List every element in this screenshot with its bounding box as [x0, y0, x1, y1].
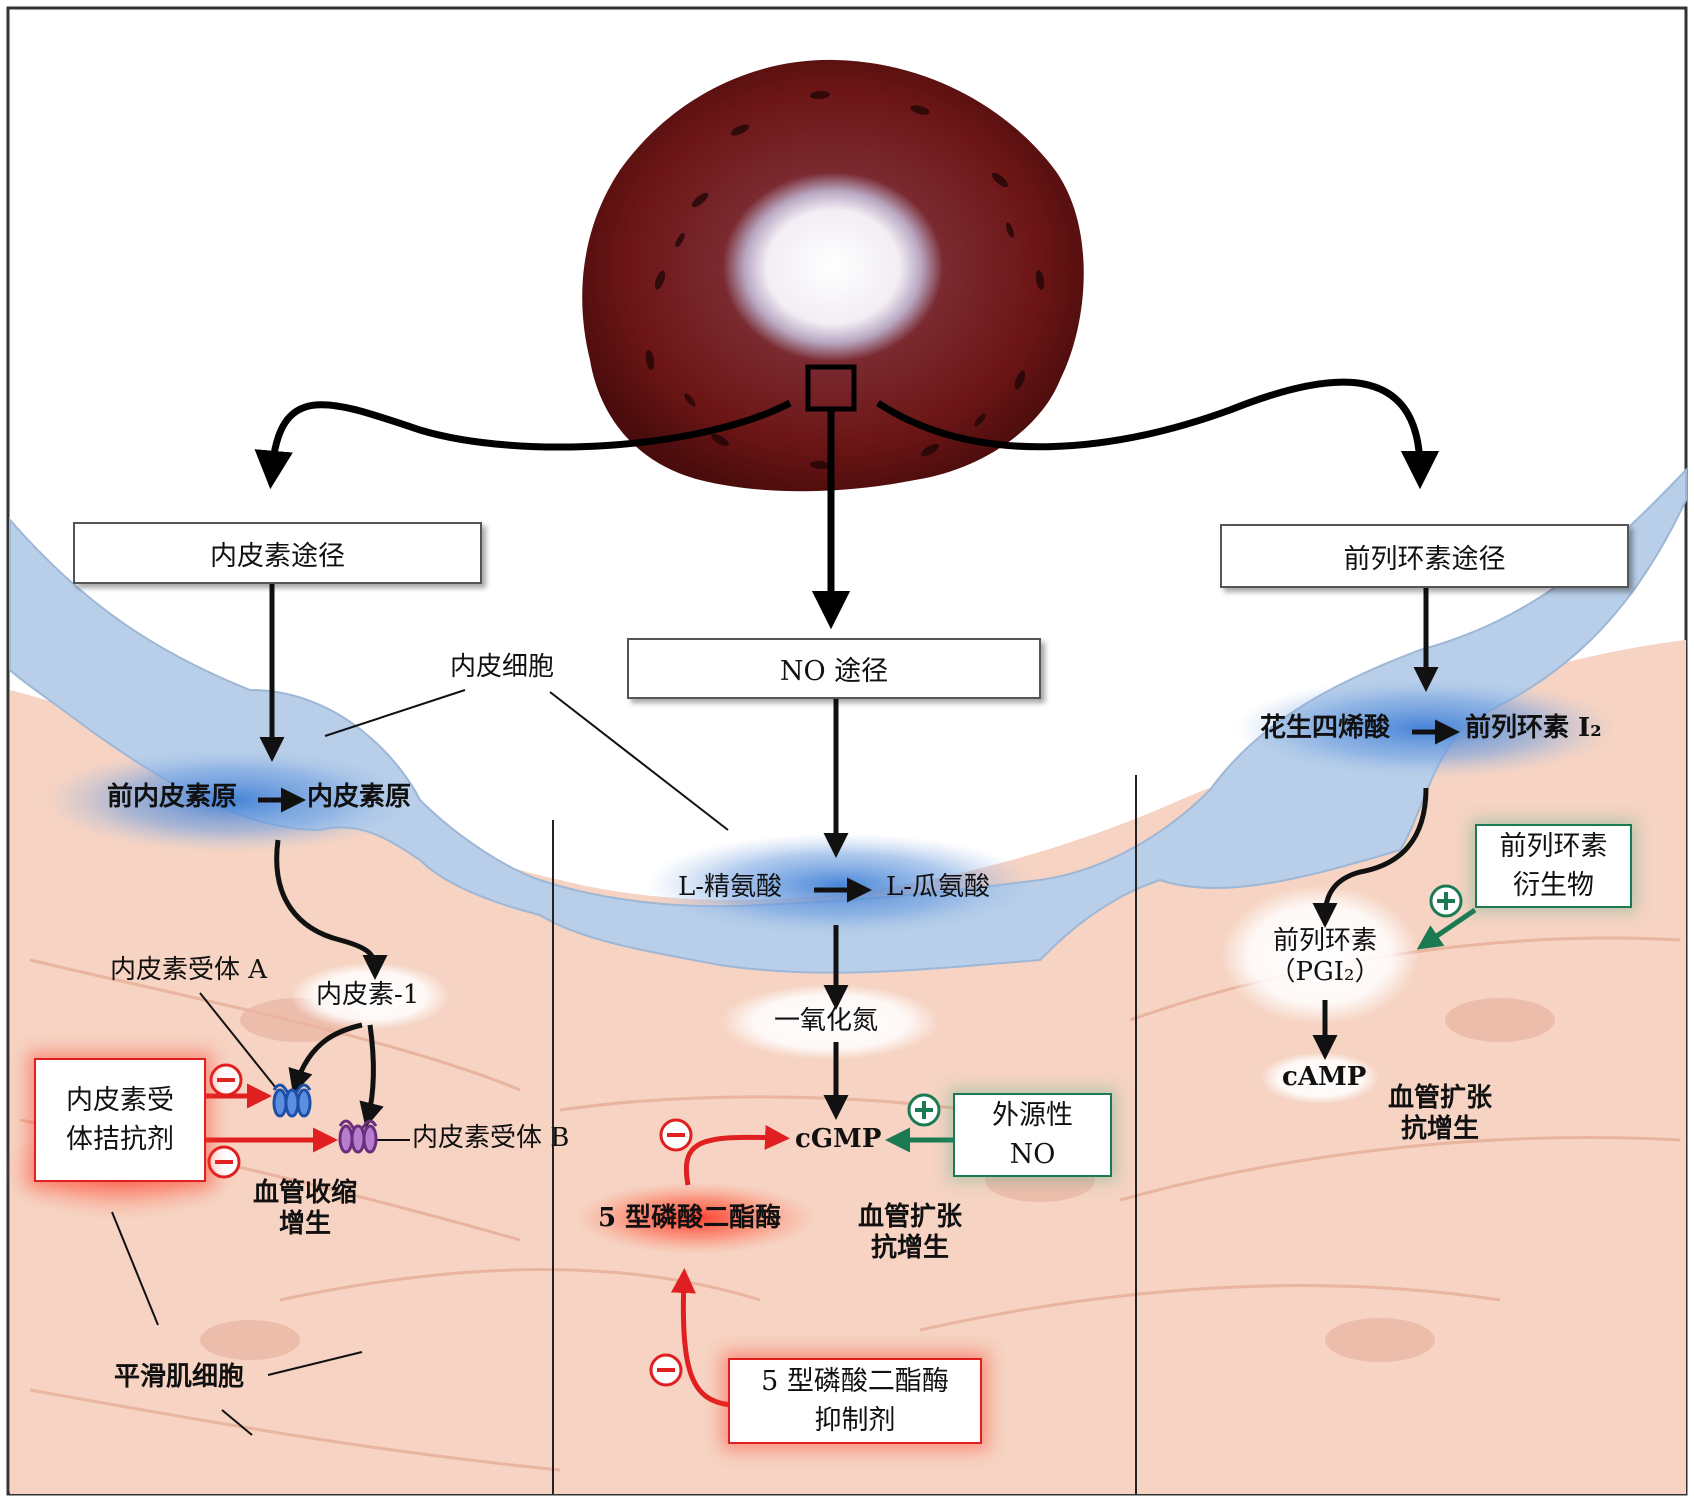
main-pathway-arrows [254, 378, 1440, 630]
exogenous-line-2: NO [1009, 1139, 1056, 1170]
endothelin-1-label: 内皮素-1 [316, 980, 420, 1010]
plus-icon [907, 1093, 941, 1127]
vasodilation-pc-line-2: 抗增生 [1400, 1114, 1479, 1145]
prostacyclin-arrows [1312, 588, 1460, 1060]
l-arginine-label: L-精氨酸 [678, 872, 783, 902]
antagonist-arrows [205, 1083, 338, 1153]
exogenous-no-box: 外源性 NO [953, 1093, 1112, 1177]
endothelin-pathway-label: 内皮素途径 [210, 540, 345, 572]
endothelin-receptor-a-shape [272, 1083, 312, 1118]
vasoconstriction-line-1: 血管收缩 [252, 1178, 357, 1208]
endothelial-cell-label: 内皮细胞 [450, 652, 555, 682]
cgmp-label: cGMP [795, 1124, 882, 1154]
camp-label: cAMP [1282, 1062, 1367, 1092]
antagonist-line-2: 体拮抗剂 [66, 1124, 174, 1155]
endothelin-arrows [258, 580, 388, 1128]
proendothelin-label: 内皮素原 [307, 782, 412, 812]
exogenous-line-1: 外源性 [992, 1099, 1073, 1131]
vessel-cross-section [582, 59, 1084, 492]
derivatives-arrow [1416, 907, 1477, 950]
vasodilation-no-line-1: 血管扩张 [857, 1202, 962, 1232]
pde5-inhibitor-line-1: 5 型磷酸二酯酶 [761, 1365, 949, 1397]
smooth-muscle-label: 平滑肌细胞 [114, 1362, 245, 1392]
prostacyclin-pathway-label: 前列环素途径 [1343, 543, 1506, 575]
label-halos [0, 885, 1420, 1254]
minus-icon [209, 1063, 243, 1097]
pde5-arrows [670, 1124, 790, 1408]
vasodilation-no-line-2: 抗增生 [870, 1233, 949, 1264]
vasodilation-pc-line-1: 血管扩张 [1387, 1083, 1492, 1113]
receptor-b-label: 内皮素受体 B [412, 1123, 570, 1153]
vasodilation-no-label: 血管扩张 抗增生 [850, 1202, 970, 1264]
pointer-lines [111, 689, 729, 1436]
no-pathway-label: NO 途径 [779, 656, 889, 687]
pde5-inhibitor-line-2: 抑制剂 [814, 1405, 896, 1436]
antagonist-line-1: 内皮素受 [66, 1084, 174, 1116]
endothelial-nuclei [45, 678, 1615, 937]
no-pathway-arrows [814, 695, 872, 1120]
pde5-label: 5 型磷酸二酯酶 [598, 1203, 782, 1233]
no-pathway-box: NO 途径 [627, 638, 1041, 699]
l-citrulline-label: L-瓜氨酸 [886, 872, 991, 902]
endothelin-antagonist-box: 内皮素受 体拮抗剂 [34, 1058, 206, 1182]
prostacyclin-i2-label: 前列环素 I₂ [1465, 713, 1602, 743]
endothelin-receptor-b-shape [338, 1119, 378, 1154]
plus-icon [1429, 884, 1463, 918]
endothelium-layer [9, 467, 1687, 974]
minus-icon [659, 1118, 693, 1152]
minus-icon [207, 1145, 241, 1179]
endothelin-pathway-box: 内皮素途径 [73, 522, 482, 584]
pde5-inhibitor-box: 5 型磷酸二酯酶 抑制剂 [728, 1358, 982, 1444]
vasoconstriction-label: 血管收缩 增生 [245, 1178, 365, 1240]
vasoconstriction-line-2: 增生 [278, 1209, 331, 1240]
prostacyclin-pathway-box: 前列环素途径 [1220, 524, 1629, 588]
prostacyclin-derivatives-box: 前列环素 衍生物 [1475, 824, 1632, 908]
arachidonic-acid-label: 花生四烯酸 [1260, 713, 1391, 743]
vessel-wall-texture [645, 90, 1045, 470]
derivatives-line-1: 前列环素 [1499, 830, 1608, 862]
derivatives-line-2: 衍生物 [1513, 870, 1594, 901]
nitric-oxide-label: 一氧化氮 [774, 1006, 879, 1036]
pre-proendothelin-label: 前内皮素原 [107, 782, 238, 812]
vasodilation-prostacyclin-label: 血管扩张 抗增生 [1380, 1083, 1500, 1145]
pgi2-line-1: 前列环素 [1272, 926, 1377, 956]
minus-icon [649, 1353, 683, 1387]
prostacyclin-pgi2-label: 前列环素 （PGI₂） [1250, 926, 1400, 988]
receptor-a-label: 内皮素受体 A [110, 955, 268, 985]
pgi2-line-2: （PGI₂） [1269, 957, 1381, 988]
